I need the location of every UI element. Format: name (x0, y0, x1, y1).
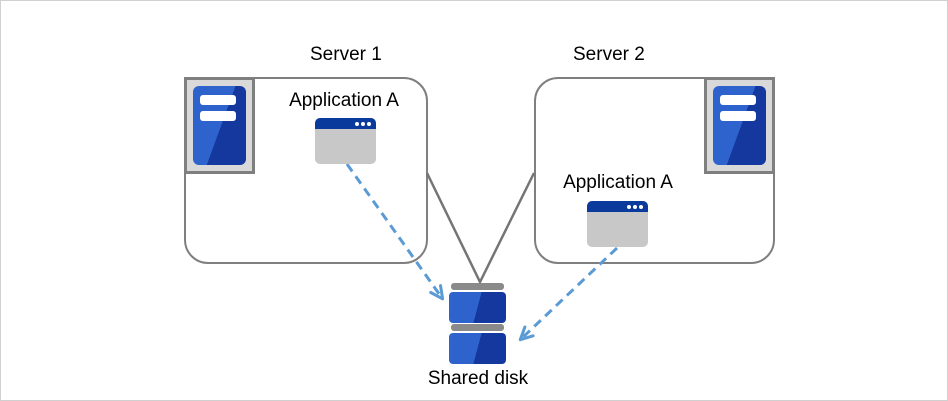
shared-disk-icon-cap (451, 283, 504, 290)
app-window-icon (587, 201, 648, 247)
server1-label: Server 1 (310, 44, 382, 65)
tower-slot-bar (200, 95, 236, 105)
app-window-icon (315, 118, 376, 164)
app-window-titlebar (315, 118, 376, 129)
server-to-disk-connector-lines (425, 172, 536, 285)
server2-tower-frame (704, 77, 775, 174)
server2-label: Server 2 (573, 44, 645, 65)
server-tower-icon (713, 86, 766, 165)
server2-application-label: Application A (563, 172, 673, 193)
shared-disk-icon (449, 333, 506, 364)
app-window-titlebar (587, 201, 648, 212)
server-tower-icon (193, 86, 246, 165)
shared-disk-icon (449, 292, 506, 323)
titlebar-dot (361, 122, 365, 126)
shared-disk-label: Shared disk (427, 368, 529, 389)
titlebar-dot (355, 122, 359, 126)
titlebar-dot (627, 205, 631, 209)
shared-disk-icon-cap (451, 324, 504, 331)
titlebar-dot (639, 205, 643, 209)
tower-slot-bar (200, 111, 236, 121)
tower-slot-bar (720, 95, 756, 105)
server1-tower-frame (184, 77, 255, 174)
titlebar-dot (367, 122, 371, 126)
server1-application-label: Application A (289, 90, 399, 111)
titlebar-dot (633, 205, 637, 209)
tower-slot-bar (720, 111, 756, 121)
